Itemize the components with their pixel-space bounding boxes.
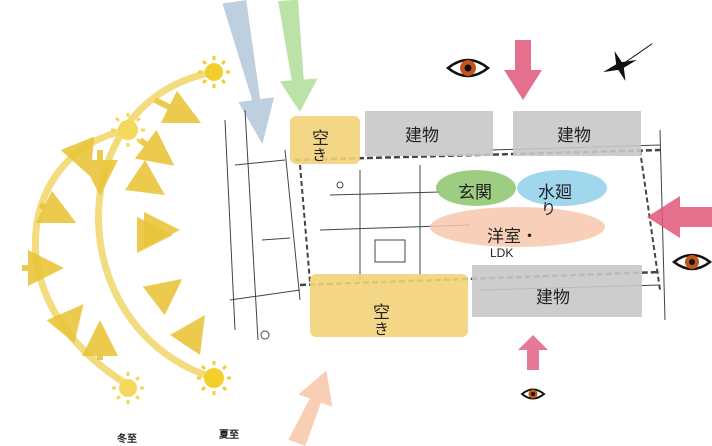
label-vacant-bottom-2: き [374, 320, 390, 338]
vacant-zone-bottom [310, 274, 468, 337]
building-zone-top-right [513, 111, 641, 156]
entrance-zone [436, 170, 516, 206]
wind-arrow-icon [278, 0, 318, 112]
label-winter-solstice: 冬至 [117, 434, 137, 445]
label-western-2: LDK [490, 246, 514, 260]
eye-icon [671, 253, 712, 271]
winter-sun-path [31, 126, 130, 388]
summer-sun-path [95, 68, 216, 382]
label-entrance: 玄関 [458, 183, 492, 203]
north-compass-icon [603, 43, 653, 82]
view-arrow-icon [647, 196, 712, 238]
summer-sun-rays [125, 90, 205, 355]
sun-icon [198, 56, 230, 88]
label-building-top-left: 建物 [405, 126, 439, 146]
building-zone-bottom [472, 265, 642, 317]
water-zone [517, 170, 607, 206]
view-arrow-icon [504, 40, 542, 100]
label-western-1: 洋室・ [487, 227, 538, 247]
label-building-top-right: 建物 [557, 126, 591, 146]
view-arrow-icon [518, 335, 548, 370]
eye-icon [520, 388, 546, 400]
label-water-1: 水廻 [538, 183, 572, 203]
sun-icon [111, 113, 145, 147]
label-water-2: り [541, 200, 557, 218]
label-building-bottom: 建物 [536, 288, 570, 308]
eye-icon [445, 58, 491, 78]
building-zone-top-left [365, 111, 493, 156]
label-summer-solstice: 夏至 [219, 430, 239, 441]
vacant-zone-top [290, 116, 360, 164]
label-vacant-top-2: き [312, 146, 328, 164]
western-room-zone [430, 207, 605, 247]
wind-arrow-icon [288, 370, 333, 446]
wind-arrow-icon [222, 0, 275, 145]
label-vacant-bottom-1: 空 [373, 303, 390, 323]
sun-icon [112, 372, 144, 404]
sun-icon [197, 361, 231, 395]
label-vacant-top-1: 空 [312, 129, 329, 149]
